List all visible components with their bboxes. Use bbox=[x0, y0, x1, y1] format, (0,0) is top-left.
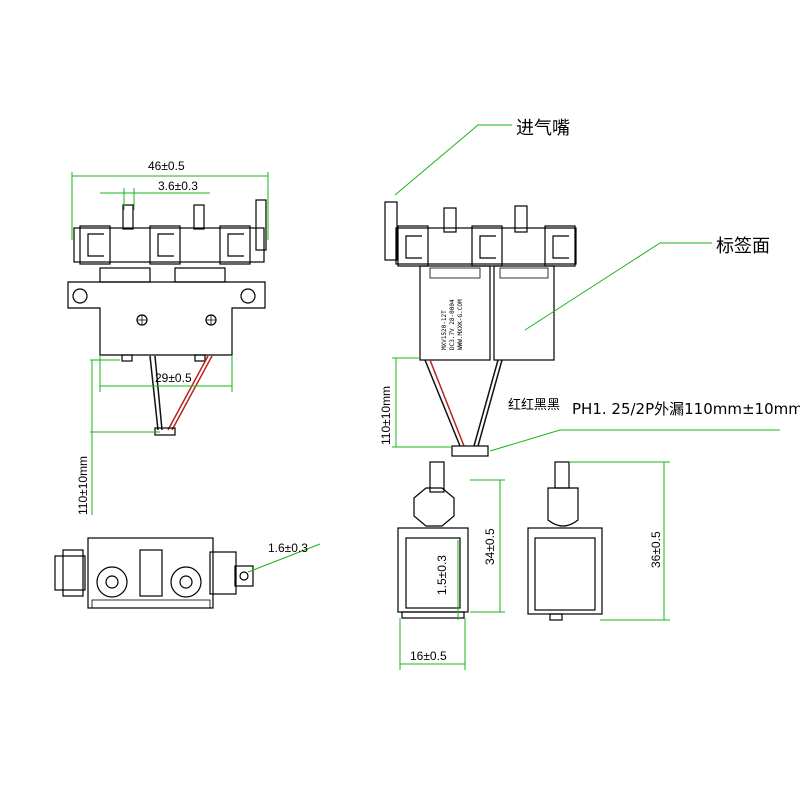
side-port bbox=[234, 565, 254, 587]
wire-black-1 bbox=[149, 355, 159, 431]
top-clip-mid bbox=[139, 549, 163, 597]
product-label-1: MXV1520-12T bbox=[441, 310, 448, 350]
top-clip-right bbox=[209, 551, 237, 595]
svg-text:PH1. 25/2P外漏110mm±10mm: PH1. 25/2P外漏110mm±10mm bbox=[572, 400, 800, 418]
dim-mount-spacing: 29±0.5 bbox=[99, 355, 233, 392]
svg-text:110±10mm: 110±10mm bbox=[76, 456, 90, 515]
dim-width-16: 16±0.5 bbox=[399, 618, 466, 670]
svg-text:110±10mm: 110±10mm bbox=[379, 386, 393, 445]
svg-text:29±0.5: 29±0.5 bbox=[155, 371, 192, 385]
product-label-3: WWW.MXXK-G.COM bbox=[457, 299, 464, 350]
end-view-2: 36±0.5 bbox=[527, 461, 670, 621]
side-wire-3 bbox=[473, 359, 499, 447]
side-connector bbox=[451, 445, 489, 457]
svg-text:1.5±0.3: 1.5±0.3 bbox=[435, 555, 449, 595]
foot-2 bbox=[194, 354, 206, 362]
wire-red-2 bbox=[171, 355, 213, 431]
mount-hole-left bbox=[72, 288, 88, 304]
dim-height-36: 36±0.5 bbox=[570, 461, 670, 621]
callout-inlet: 进气嘴 bbox=[394, 118, 570, 196]
end2-fitting bbox=[547, 487, 579, 527]
svg-text:46±0.5: 46±0.5 bbox=[148, 159, 185, 173]
dim-gap-15: 1.5±0.3 bbox=[435, 540, 459, 620]
svg-text:1.6±0.3: 1.6±0.3 bbox=[268, 541, 308, 555]
clip-2 bbox=[149, 225, 181, 265]
dim-nozzle-width: 1.6±0.3 bbox=[247, 541, 321, 573]
end-nozzle bbox=[429, 461, 445, 493]
hex-nut-icon bbox=[413, 487, 455, 527]
side-clip-1 bbox=[397, 225, 429, 267]
mounting-plate bbox=[67, 281, 266, 356]
clip-3 bbox=[219, 225, 251, 265]
end2-foot bbox=[549, 613, 563, 621]
tab-1 bbox=[99, 267, 151, 283]
solenoid-2 bbox=[493, 265, 555, 361]
wire-black-2 bbox=[154, 355, 163, 431]
side-wire-2 bbox=[429, 359, 465, 447]
foot-1 bbox=[121, 354, 133, 362]
nozzle-2 bbox=[193, 204, 205, 230]
tab-2 bbox=[174, 267, 226, 283]
svg-text:进气嘴: 进气嘴 bbox=[516, 118, 570, 139]
side-clip-3 bbox=[544, 225, 576, 267]
solenoid-1 bbox=[419, 265, 491, 361]
svg-text:36±0.5: 36±0.5 bbox=[649, 531, 663, 568]
nozzle-a bbox=[443, 207, 457, 233]
end2-inner bbox=[534, 537, 596, 611]
side-wire-1 bbox=[424, 359, 461, 447]
end-base bbox=[401, 611, 465, 619]
side-manifold bbox=[395, 227, 577, 265]
inlet-nozzle bbox=[384, 201, 398, 261]
side-clip-2 bbox=[471, 225, 503, 267]
top-body bbox=[87, 537, 214, 609]
dim-wire-length-right: 110±10mm bbox=[379, 357, 452, 448]
manifold-body bbox=[73, 227, 265, 263]
svg-text:红红黑黑: 红红黑黑 bbox=[508, 397, 560, 413]
mount-hole-right bbox=[240, 288, 256, 304]
side-view: MXV1520-12T DC3.7V 28-0004 WWW.MXXK-G.CO… bbox=[379, 118, 800, 457]
dim-pitch: 3.6±0.3 bbox=[100, 179, 210, 210]
end2-nozzle bbox=[554, 461, 570, 489]
product-label-2: DC3.7V 28-0004 bbox=[449, 299, 456, 350]
callout-connector: 红红黑黑 PH1. 25/2P外漏110mm±10mm bbox=[489, 397, 800, 452]
side-nozzle bbox=[255, 199, 267, 251]
nozzle-b bbox=[514, 205, 528, 233]
dim-overall-width: 46±0.5 bbox=[71, 159, 269, 240]
port-left bbox=[96, 566, 128, 598]
dim-wire-length-left: 110±10mm bbox=[76, 359, 160, 515]
top-clip-left bbox=[54, 555, 86, 591]
svg-text:3.6±0.3: 3.6±0.3 bbox=[158, 179, 198, 193]
port-right bbox=[170, 566, 202, 598]
top-view: 1.6±0.3 bbox=[54, 537, 321, 609]
side-wire-4 bbox=[477, 359, 503, 447]
svg-text:16±0.5: 16±0.5 bbox=[410, 649, 447, 663]
callout-label-face: 标签面 bbox=[524, 236, 770, 331]
wire-red-1 bbox=[167, 355, 209, 431]
end2-body bbox=[527, 527, 603, 615]
svg-text:34±0.5: 34±0.5 bbox=[483, 528, 497, 565]
end-inner bbox=[405, 537, 461, 609]
dim-height-34: 34±0.5 bbox=[470, 479, 505, 613]
svg-text:标签面: 标签面 bbox=[716, 236, 770, 257]
nozzle-1 bbox=[122, 204, 134, 230]
end-view: 34±0.5 1.5±0.3 16±0.5 bbox=[397, 461, 505, 670]
clip-1 bbox=[79, 225, 111, 265]
front-view: 46±0.5 3.6±0.3 29±0.5 110±10mm bbox=[67, 159, 269, 515]
